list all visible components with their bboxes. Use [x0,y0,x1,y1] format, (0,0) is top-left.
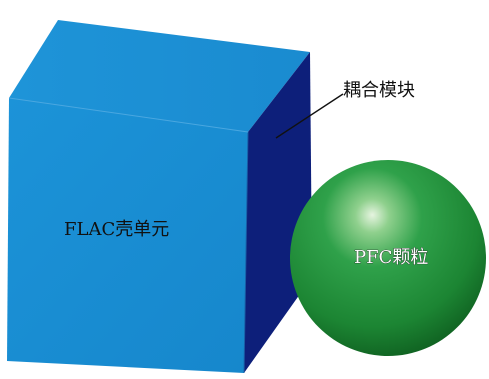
cube-edge [8,97,249,133]
flac-cube [7,20,312,374]
cube-side-face [244,52,312,373]
coupling-leader-line [275,93,344,139]
cube-top-face [9,20,310,132]
coupling-module-label: 耦合模块 [343,80,415,101]
cube-front-face [7,98,248,373]
flac-shell-element-label: FLAC壳单元 [64,219,169,240]
pfc-particle-label: PFC颗粒 [354,247,428,268]
cube-edge [243,131,249,374]
pfc-particle-sphere [290,160,486,356]
